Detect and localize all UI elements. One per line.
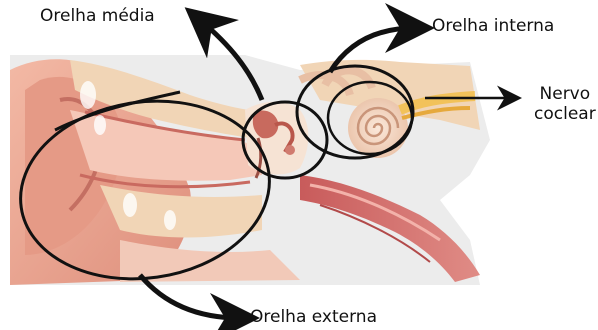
label-nervo-line1: Nervo bbox=[534, 84, 596, 104]
label-nervo-line2: coclear bbox=[534, 104, 596, 124]
label-orelha-externa: Orelha externa bbox=[250, 307, 377, 327]
label-orelha-media: Orelha média bbox=[40, 6, 155, 26]
label-orelha-interna: Orelha interna bbox=[432, 16, 554, 36]
label-nervo-coclear: Nervo coclear bbox=[534, 84, 596, 125]
